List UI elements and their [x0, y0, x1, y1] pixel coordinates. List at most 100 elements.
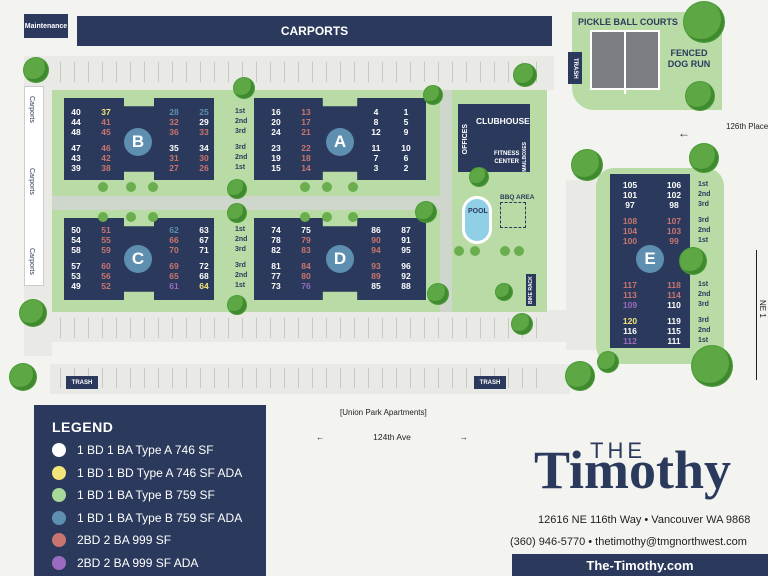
parking-stall	[186, 62, 187, 82]
unit-number: 114	[667, 290, 681, 300]
brand-website[interactable]: The-Timothy.com	[512, 554, 768, 576]
unit-number: 101	[622, 190, 638, 200]
parking-stall	[200, 368, 201, 388]
unit-number: 68	[199, 271, 209, 281]
unit-number: 54	[71, 235, 81, 245]
parking-stall	[508, 368, 509, 388]
parking-stall	[242, 62, 243, 82]
walkway-vertical	[440, 90, 452, 312]
unit-number: 11	[371, 143, 381, 153]
unit-number: 38	[101, 163, 111, 173]
unit-number: 12	[371, 127, 381, 137]
unit-number: 36	[169, 127, 179, 137]
legend-swatch	[52, 510, 66, 525]
unit-number: 120	[622, 316, 638, 326]
parking-stall	[354, 62, 355, 82]
unit-number: 88	[401, 281, 411, 291]
unit-number: 28	[169, 107, 179, 117]
parking-stall	[200, 318, 201, 338]
unit-number: 73	[271, 281, 281, 291]
shrub-icon	[470, 246, 480, 256]
parking-stall	[214, 62, 215, 82]
unit-number: 52	[101, 281, 111, 291]
unit-number: 10	[401, 143, 411, 153]
shrub-icon	[348, 182, 358, 192]
tree-icon	[228, 180, 246, 198]
parking-stall	[438, 318, 439, 338]
unit-number: 55	[101, 235, 111, 245]
legend-item: 1 BD 1 BD Type A 746 SF ADA	[52, 462, 248, 485]
parking-stall	[480, 318, 481, 338]
parking-stall	[88, 318, 89, 338]
parking-stall	[466, 62, 467, 82]
parking-stall	[410, 62, 411, 82]
unit-number: 49	[71, 281, 81, 291]
parking-stall	[284, 318, 285, 338]
carports-left-label-1: Carports	[28, 96, 35, 123]
unit-number: 46	[101, 143, 111, 153]
parking-stall	[130, 318, 131, 338]
unit-number: 29	[199, 117, 209, 127]
parking-stall	[382, 62, 383, 82]
tree-icon	[690, 144, 718, 172]
unit-number: 3	[373, 163, 379, 173]
unit-number: 98	[669, 200, 679, 210]
unit-number: 109	[622, 300, 638, 310]
parking-stall	[102, 368, 103, 388]
unit-number: 106	[666, 180, 682, 190]
tree-icon	[428, 284, 448, 304]
unit-number: 78	[271, 235, 281, 245]
parking-stall	[60, 368, 61, 388]
floor-label: 1st	[698, 181, 709, 188]
tree-icon	[566, 362, 594, 390]
unit-number: 77	[271, 271, 281, 281]
brand-contact: (360) 946-5770 • thetimothy@tmgnorthwest…	[510, 536, 747, 548]
parking-stall	[508, 62, 509, 82]
parking-stall	[256, 62, 257, 82]
parking-stall	[116, 318, 117, 338]
unit-number: 93	[371, 261, 381, 271]
carports-top: CARPORTS	[77, 16, 552, 46]
parking-stall	[438, 368, 439, 388]
parking-stall	[382, 318, 383, 338]
unit-number: 89	[371, 271, 381, 281]
dog-run-line-2: DOG RUN	[667, 59, 711, 69]
unit-number: 31	[169, 153, 179, 163]
unit-number: 24	[271, 127, 281, 137]
parking-stall	[270, 318, 271, 338]
unit-number: 115	[667, 326, 681, 336]
parking-stall	[228, 318, 229, 338]
parking-stall	[438, 62, 439, 82]
unit-number: 110	[667, 300, 681, 310]
unit-number: 5	[403, 117, 409, 127]
parking-stall	[340, 62, 341, 82]
unit-number: 16	[271, 107, 281, 117]
bike-rack: BIKE RACK	[526, 274, 536, 306]
parking-stall	[312, 318, 313, 338]
shrub-icon	[98, 212, 108, 222]
tree-icon	[24, 58, 48, 82]
unit-number: 39	[71, 163, 81, 173]
unit-number: 70	[169, 245, 179, 255]
floor-label: 1st	[235, 226, 246, 233]
parking-stall	[284, 62, 285, 82]
unit-number: 14	[301, 163, 311, 173]
floor-label: 1st	[235, 108, 246, 115]
legend-swatch	[52, 443, 66, 458]
unit-number: 25	[199, 107, 209, 117]
unit-number: 61	[169, 281, 179, 291]
parking-lot-bottom	[30, 310, 575, 342]
unit-number: 21	[301, 127, 311, 137]
legend-swatch	[52, 488, 66, 503]
legend-item: 2BD 2 BA 999 SF ADA	[52, 552, 248, 575]
parking-stall	[102, 62, 103, 82]
pool	[462, 196, 492, 244]
unit-number: 69	[169, 261, 179, 271]
unit-number: 83	[301, 245, 311, 255]
floor-label: 3rd	[235, 144, 246, 151]
floor-label: 2nd	[235, 272, 248, 279]
legend-label: 1 BD 1 BA Type B 759 SF ADA	[77, 510, 243, 525]
unit-number: 91	[401, 235, 411, 245]
unit-number: 117	[623, 280, 637, 290]
parking-stall	[270, 62, 271, 82]
